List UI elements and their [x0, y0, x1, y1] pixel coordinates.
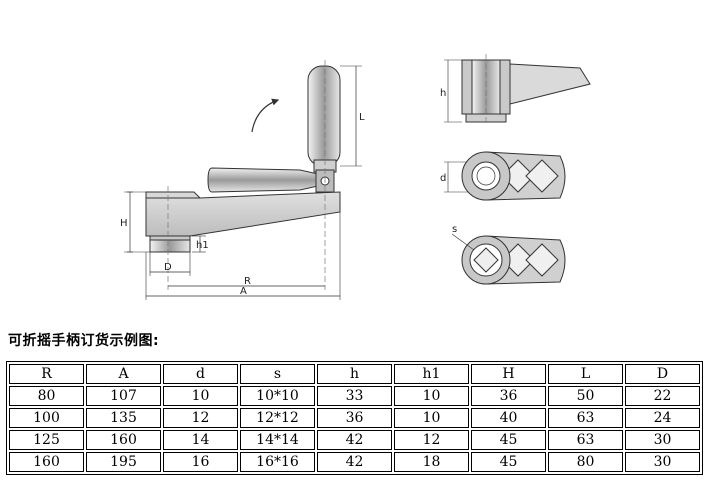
table-cell: 195 — [86, 452, 161, 472]
table-cell: 63 — [548, 408, 623, 428]
side-view — [124, 60, 362, 300]
table-cell: 160 — [86, 430, 161, 450]
header-cell: L — [548, 364, 623, 384]
table-cell: 30 — [625, 430, 700, 450]
table-cell: 12 — [163, 408, 238, 428]
label-d: d — [440, 173, 446, 184]
table-cell: 40 — [471, 408, 546, 428]
table-cell: 14*14 — [240, 430, 315, 450]
section-view — [444, 54, 591, 126]
folded-grip — [207, 167, 319, 193]
table-cell: 135 — [86, 408, 161, 428]
table-cell: 36 — [317, 408, 392, 428]
square-bore-view — [451, 233, 566, 285]
label-h1: h1 — [196, 240, 209, 251]
label-h: h — [440, 88, 446, 99]
header-cell: H — [471, 364, 546, 384]
label-D: D — [164, 262, 172, 273]
table-row: 80 107 10 10*10 33 10 36 50 22 — [9, 386, 700, 406]
label-L: L — [359, 112, 365, 123]
label-R: R — [244, 276, 251, 287]
table-cell: 80 — [9, 386, 84, 406]
table-cell: 10 — [394, 408, 469, 428]
table-cell: 12 — [394, 430, 469, 450]
header-cell: h — [317, 364, 392, 384]
table-cell: 63 — [548, 430, 623, 450]
table-cell: 30 — [625, 452, 700, 472]
table-cell: 10 — [163, 386, 238, 406]
header-cell: h1 — [394, 364, 469, 384]
table-cell: 12*12 — [240, 408, 315, 428]
vertical-grip — [307, 65, 341, 167]
table-cell: 50 — [548, 386, 623, 406]
table-cell: 22 — [625, 386, 700, 406]
table-cell: 100 — [9, 408, 84, 428]
table-cell: 80 — [548, 452, 623, 472]
table-cell: 36 — [471, 386, 546, 406]
table-cell: 18 — [394, 452, 469, 472]
table-row: 100 135 12 12*12 36 10 40 63 24 — [9, 408, 700, 428]
table-cell: 33 — [317, 386, 392, 406]
table-cell: 42 — [317, 452, 392, 472]
table-cell: 10 — [394, 386, 469, 406]
table-cell: 125 — [9, 430, 84, 450]
table-cell: 45 — [471, 430, 546, 450]
technical-drawing: H h1 D R A L h d s — [120, 54, 591, 300]
hub-spigot — [149, 239, 191, 253]
rotation-arrow-icon — [251, 98, 280, 133]
table-cell: 24 — [625, 408, 700, 428]
spec-table: R A d s h h1 H L D 80 107 10 10*10 33 10… — [6, 361, 703, 475]
header-cell: D — [625, 364, 700, 384]
header-cell: A — [86, 364, 161, 384]
label-A: A — [240, 286, 247, 297]
table-cell: 10*10 — [240, 386, 315, 406]
header-cell: d — [163, 364, 238, 384]
label-H: H — [120, 218, 128, 229]
table-row: 160 195 16 16*16 42 18 45 80 30 — [9, 452, 700, 472]
table-cell: 42 — [317, 430, 392, 450]
round-bore-view — [444, 151, 566, 201]
table-header-row: R A d s h h1 H L D — [9, 364, 700, 384]
table-cell: 14 — [163, 430, 238, 450]
header-cell: s — [240, 364, 315, 384]
table-cell: 16 — [163, 452, 238, 472]
table-cell: 107 — [86, 386, 161, 406]
table-cell: 45 — [471, 452, 546, 472]
crank-arm — [145, 191, 341, 237]
header-cell: R — [9, 364, 84, 384]
order-example-caption: 可折摇手柄订货示例图: — [8, 333, 160, 349]
table-cell: 16*16 — [240, 452, 315, 472]
table-cell: 160 — [9, 452, 84, 472]
table-row: 125 160 14 14*14 42 12 45 63 30 — [9, 430, 700, 450]
label-s: s — [452, 224, 457, 235]
